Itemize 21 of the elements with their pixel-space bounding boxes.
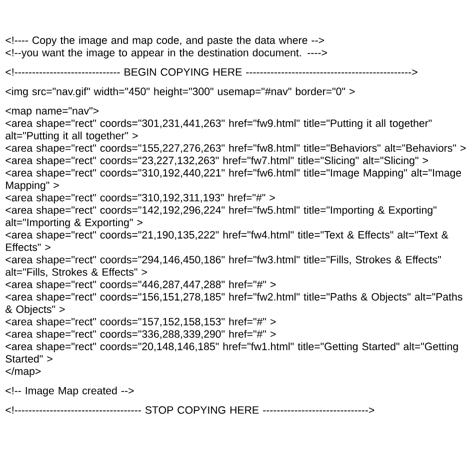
- code-line: <area shape="rect" coords="20,148,146,185" href="fw1.html" title="Getting Started" alt="Getting Started" >: [6, 342, 458, 363]
- code-line: <area shape="rect" coords="156,151,278,185" href="fw2.html" title="Paths & Objects" alt="Paths & Objects" >: [6, 292, 462, 316]
- code-line: <area shape="rect" coords="301,231,441,263" href="fw9.html" title="Putting it all together" alt="Putting it all together" >: [6, 119, 432, 142]
- code-line: <map name="nav">: [6, 107, 99, 117]
- code-line: <area shape="rect" coords="294,146,450,186" href="fw3.html" title="Fills, Strokes & Effects" alt="Fills, Strokes & Effects" >: [6, 256, 441, 278]
- code-line: <area shape="rect" coords="310,192,311,193" href="#" >: [6, 194, 275, 204]
- code-line: <area shape="rect" coords="157,152,158,153" href="#" >: [6, 318, 276, 328]
- code-line: <area shape="rect" coords="336,288,339,290" href="#" >: [6, 330, 276, 340]
- code-line: <area shape="rect" coords="446,287,447,288" href="#" >: [6, 280, 276, 290]
- code-line: <area shape="rect" coords="21,190,135,222" href="fw4.html" title="Text & Effects" alt="Text & Effects" >: [6, 230, 448, 251]
- code-line: <!------------------------------ BEGIN COPYING HERE ----------------------------------------------->: [6, 68, 418, 76]
- code-line: <img src="nav.gif" width="450" height="300" usemap="#nav" border="0" >: [6, 87, 355, 98]
- code-line: </map>: [6, 367, 41, 378]
- code-line: <!------------------------------------ STOP COPYING HERE ------------------------------>: [6, 406, 374, 414]
- code-line: <area shape="rect" coords="310,192,440,221" href="fw6.html" title="Image Mapping" alt="Image Mapping" >: [6, 168, 462, 192]
- code-line: <!-- Image Map created -->: [6, 386, 134, 396]
- code-line: <!---- Copy the image and map code, and paste the data where -->: [6, 36, 324, 46]
- code-line: <!--you want the image to appear in the destination document. ---->: [6, 48, 327, 58]
- code-line: <area shape="rect" coords="23,227,132,263" href="fw7.html" title="Slicing" alt="Slicing" >: [6, 156, 428, 166]
- code-line: <area shape="rect" coords="155,227,276,263" href="fw8.html" title="Behaviors" alt="Behaviors" >: [6, 144, 466, 154]
- code-line: <area shape="rect" coords="142,192,296,224" href="fw5.html" title="Importing & Exporting" alt="Importing & Exporting" >: [6, 206, 436, 228]
